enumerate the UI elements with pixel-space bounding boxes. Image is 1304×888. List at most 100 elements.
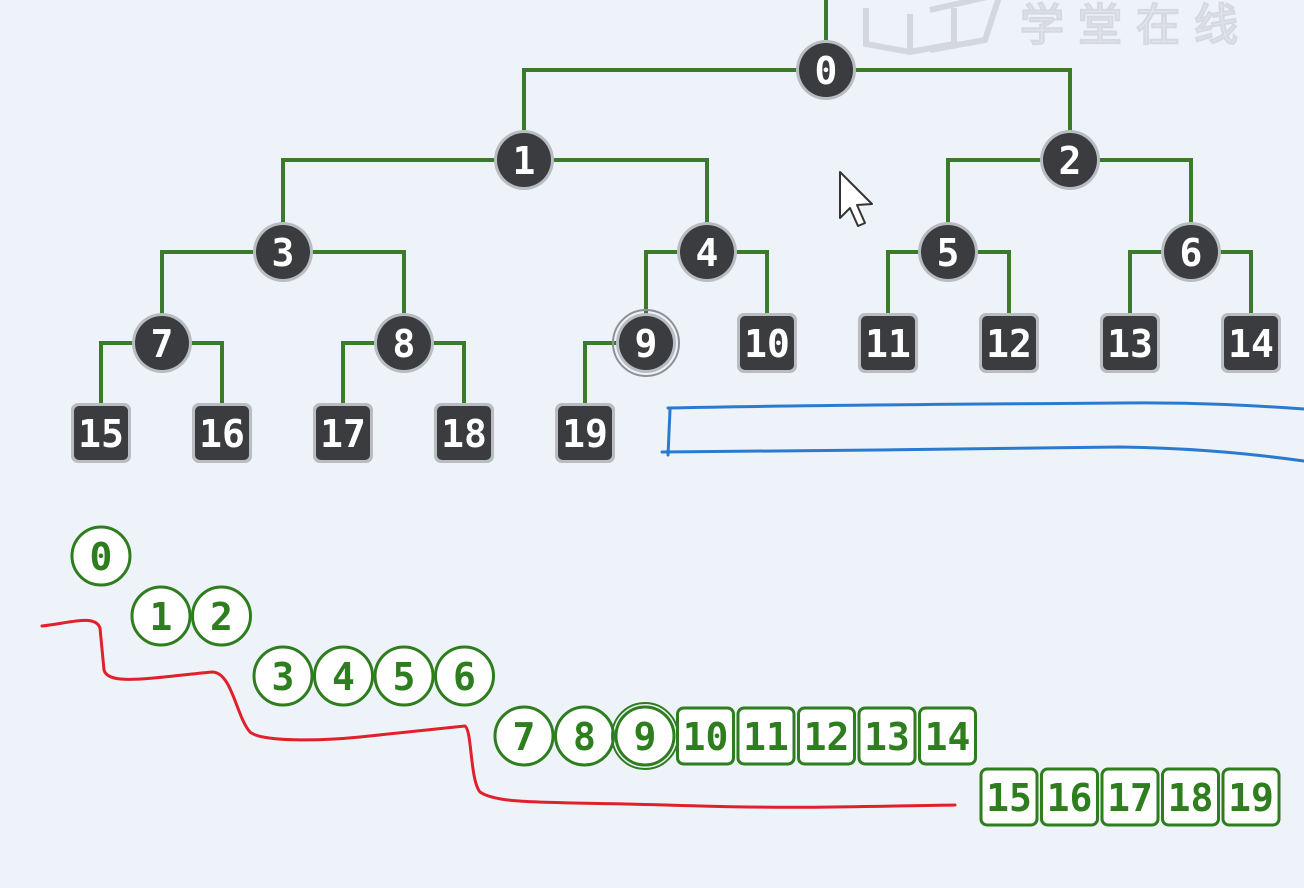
tree-node-circle xyxy=(135,316,189,370)
array-cell-label: 15 xyxy=(986,776,1032,820)
array-cell-label: 11 xyxy=(743,715,789,759)
array-cell-circle xyxy=(554,705,615,767)
tree-edge-2-5 xyxy=(946,158,1070,225)
array-cell-label: 4 xyxy=(332,655,355,699)
tree-node-19: 19 xyxy=(555,403,615,463)
array-cell-circle xyxy=(191,585,252,647)
tree-node-label: 6 xyxy=(1180,231,1203,275)
book-logo-icon xyxy=(863,0,1002,56)
array-cell: 9 xyxy=(611,702,679,770)
array-cell-circle xyxy=(373,645,435,707)
tree-node-circle xyxy=(1164,225,1218,279)
tree-node-17: 17 xyxy=(313,403,373,463)
array-cell-label: 9 xyxy=(634,715,657,759)
tree-node-18: 18 xyxy=(434,403,494,463)
array-cell-label: 18 xyxy=(1168,776,1214,820)
array-cell: 10 xyxy=(676,706,735,766)
tree-node-label: 8 xyxy=(393,322,416,366)
tree-node-0: 0 xyxy=(796,40,856,100)
array-cell-label: 8 xyxy=(573,715,596,759)
tree-node-circle xyxy=(497,133,551,187)
tree-node-label: 14 xyxy=(1228,322,1274,366)
blue-annotation-top-stroke xyxy=(666,401,1304,411)
tree-node-4: 4 xyxy=(677,222,737,282)
array-cell: 0 xyxy=(70,525,132,587)
tree-edge-3-8 xyxy=(283,250,406,316)
array-cell-circle xyxy=(614,705,676,767)
array-cell-circle xyxy=(313,645,374,707)
array-cell: 4 xyxy=(313,645,374,707)
tree-node-label: 10 xyxy=(744,322,790,366)
tree-node-circle xyxy=(799,43,853,97)
blue-annotation-bottom-stroke xyxy=(660,445,1304,463)
tree-node-square xyxy=(861,316,915,370)
array-cell: 17 xyxy=(1100,767,1160,827)
tree-edge-3-7 xyxy=(160,250,283,316)
array-cell-square xyxy=(857,706,917,766)
tree-node-label: 17 xyxy=(320,412,366,456)
tree-node-1: 1 xyxy=(494,130,554,190)
tree-node-square xyxy=(558,406,612,460)
array-cell-square xyxy=(979,767,1039,827)
array-cell-label: 10 xyxy=(683,715,729,759)
tree-node-label: 12 xyxy=(986,322,1032,366)
tree-node-label: 19 xyxy=(562,412,608,456)
array-cell: 6 xyxy=(434,645,495,707)
tree-node-label: 15 xyxy=(78,412,124,456)
tree-node-label: 1 xyxy=(513,139,536,183)
tree-node-label: 13 xyxy=(1107,322,1153,366)
array-cell: 13 xyxy=(857,706,917,766)
tree-node-11: 11 xyxy=(858,313,918,373)
array-cell: 15 xyxy=(979,767,1039,827)
array-cell: 5 xyxy=(373,645,435,707)
array-cell-circle xyxy=(493,705,555,767)
tree-node-3: 3 xyxy=(253,222,313,282)
array-cell: 3 xyxy=(252,645,314,707)
array-cell-label: 17 xyxy=(1107,776,1153,820)
tree-edge-2-6 xyxy=(1070,158,1193,225)
array-cell-label: 0 xyxy=(90,535,113,579)
array-cell: 18 xyxy=(1161,767,1220,827)
array-cell-label: 13 xyxy=(864,715,910,759)
tree-node-label: 0 xyxy=(815,49,838,93)
tree-edge-1-4 xyxy=(524,158,709,225)
array-cell-square xyxy=(736,706,796,766)
array-cell-square xyxy=(1161,767,1220,827)
tree-node-square xyxy=(195,406,249,460)
array-cell: 19 xyxy=(1221,767,1281,827)
tree-node-circle xyxy=(377,316,431,370)
red-annotation-curve xyxy=(40,618,957,809)
array-cell-label: 3 xyxy=(272,655,295,699)
watermark: 学堂在线 xyxy=(863,0,1239,56)
tree-node-15: 15 xyxy=(71,403,131,463)
tree-edge-1-3 xyxy=(281,158,524,225)
tree-node-square xyxy=(1103,316,1157,370)
tree-node-circle xyxy=(256,225,310,279)
tree-node-circle xyxy=(1043,133,1097,187)
tree-node-label: 2 xyxy=(1059,139,1082,183)
array-cell-label: 16 xyxy=(1047,776,1093,820)
array-cell-label: 5 xyxy=(393,655,416,699)
array-cell-circle xyxy=(130,585,192,647)
tree-node-label: 3 xyxy=(272,231,295,275)
level-row-4: 15 16 17 18 19 xyxy=(979,767,1281,827)
tree-node-square xyxy=(740,316,794,370)
tree-node-label: 4 xyxy=(696,231,719,275)
tree-node-6: 6 xyxy=(1161,222,1221,282)
tree-node-7: 7 xyxy=(132,313,192,373)
tree-node-square xyxy=(74,406,128,460)
array-cell-circle xyxy=(434,645,495,707)
tree-edge-0-2 xyxy=(826,68,1072,133)
tree-node-circle xyxy=(680,225,734,279)
tree-node-label: 11 xyxy=(865,322,911,366)
tree-node-13: 13 xyxy=(1100,313,1160,373)
array-cell-label: 19 xyxy=(1228,776,1274,820)
array-cell-square xyxy=(676,706,735,766)
tree-node-label: 16 xyxy=(199,412,245,456)
array-cell-square xyxy=(797,706,856,766)
array-cell: 16 xyxy=(1040,767,1099,827)
